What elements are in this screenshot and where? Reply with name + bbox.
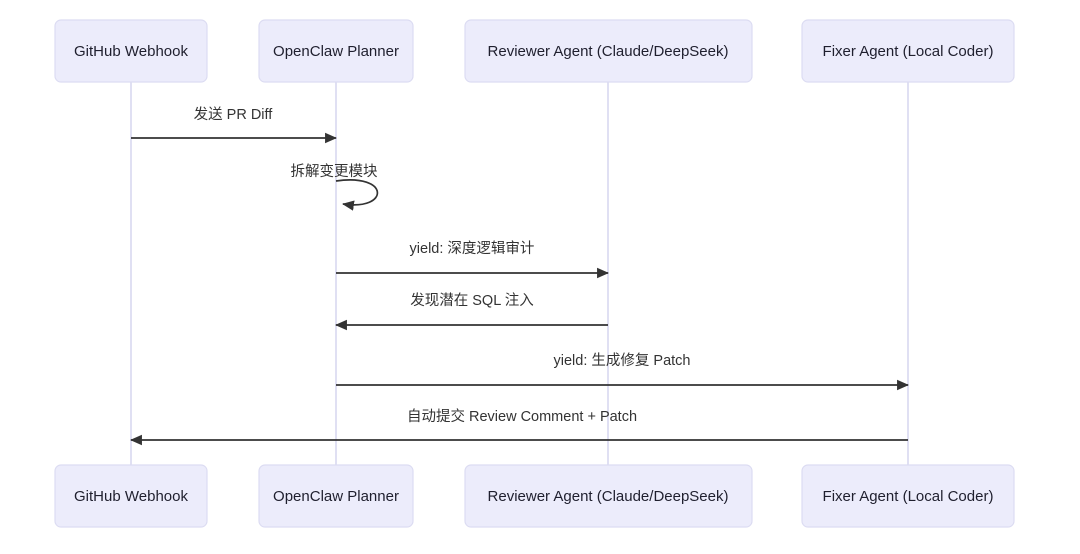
participant-top-fixer-agent[interactable]: Fixer Agent (Local Coder) xyxy=(801,19,1015,83)
participant-top-openclaw-planner[interactable]: OpenClaw Planner xyxy=(258,19,414,83)
participant-bottom-github-webhook[interactable]: GitHub Webhook xyxy=(54,464,208,528)
participant-label: Fixer Agent (Local Coder) xyxy=(823,488,994,505)
message-1-github-webhook-to-openclaw-planner[interactable]: 发送 PR Diff xyxy=(131,106,337,144)
participant-box xyxy=(258,464,414,528)
participant-box xyxy=(464,464,753,528)
participant-box xyxy=(54,19,208,83)
participant-bottom-fixer-agent[interactable]: Fixer Agent (Local Coder) xyxy=(801,464,1015,528)
message-label: 发送 PR Diff xyxy=(194,106,274,123)
participant-label: OpenClaw Planner xyxy=(273,488,399,505)
message-2-openclaw-planner-to-openclaw-planner[interactable]: 拆解变更模块 xyxy=(291,163,379,211)
participant-box xyxy=(801,464,1015,528)
message-label: 自动提交 Review Comment + Patch xyxy=(407,407,637,425)
self-message-arrow xyxy=(335,179,379,211)
participant-label: GitHub Webhook xyxy=(74,43,188,60)
message-5-openclaw-planner-to-fixer-agent[interactable]: yield: 生成修复 Patch xyxy=(336,351,909,391)
participant-label: GitHub Webhook xyxy=(74,488,188,505)
participant-top-reviewer-agent[interactable]: Reviewer Agent (Claude/DeepSeek) xyxy=(464,19,753,83)
participant-bottom-reviewer-agent[interactable]: Reviewer Agent (Claude/DeepSeek) xyxy=(464,464,753,528)
message-label: yield: 生成修复 Patch xyxy=(554,351,691,369)
message-label: yield: 深度逻辑审计 xyxy=(410,240,535,257)
participant-box xyxy=(464,19,753,83)
message-6-fixer-agent-to-github-webhook[interactable]: 自动提交 Review Comment + Patch xyxy=(130,407,908,446)
participant-top-github-webhook[interactable]: GitHub Webhook xyxy=(54,19,208,83)
participant-bottom-openclaw-planner[interactable]: OpenClaw Planner xyxy=(258,464,414,528)
actors-bottom-group: GitHub Webhook OpenClaw Planner Reviewer A… xyxy=(54,464,1015,528)
participant-label: OpenClaw Planner xyxy=(273,43,399,60)
participant-box xyxy=(801,19,1015,83)
message-label: 发现潜在 SQL 注入 xyxy=(410,292,534,309)
message-4-reviewer-agent-to-openclaw-planner[interactable]: 发现潜在 SQL 注入 xyxy=(335,292,608,331)
participant-box xyxy=(258,19,414,83)
actors-top-group: GitHub Webhook OpenClaw Planner Reviewer A… xyxy=(54,19,1015,83)
participant-label: Reviewer Agent (Claude/DeepSeek) xyxy=(488,488,729,505)
message-label: 拆解变更模块 xyxy=(291,163,378,180)
participant-label: Reviewer Agent (Claude/DeepSeek) xyxy=(488,43,729,60)
participant-box xyxy=(54,464,208,528)
message-3-openclaw-planner-to-reviewer-agent[interactable]: yield: 深度逻辑审计 xyxy=(336,240,609,279)
participant-label: Fixer Agent (Local Coder) xyxy=(823,43,994,60)
